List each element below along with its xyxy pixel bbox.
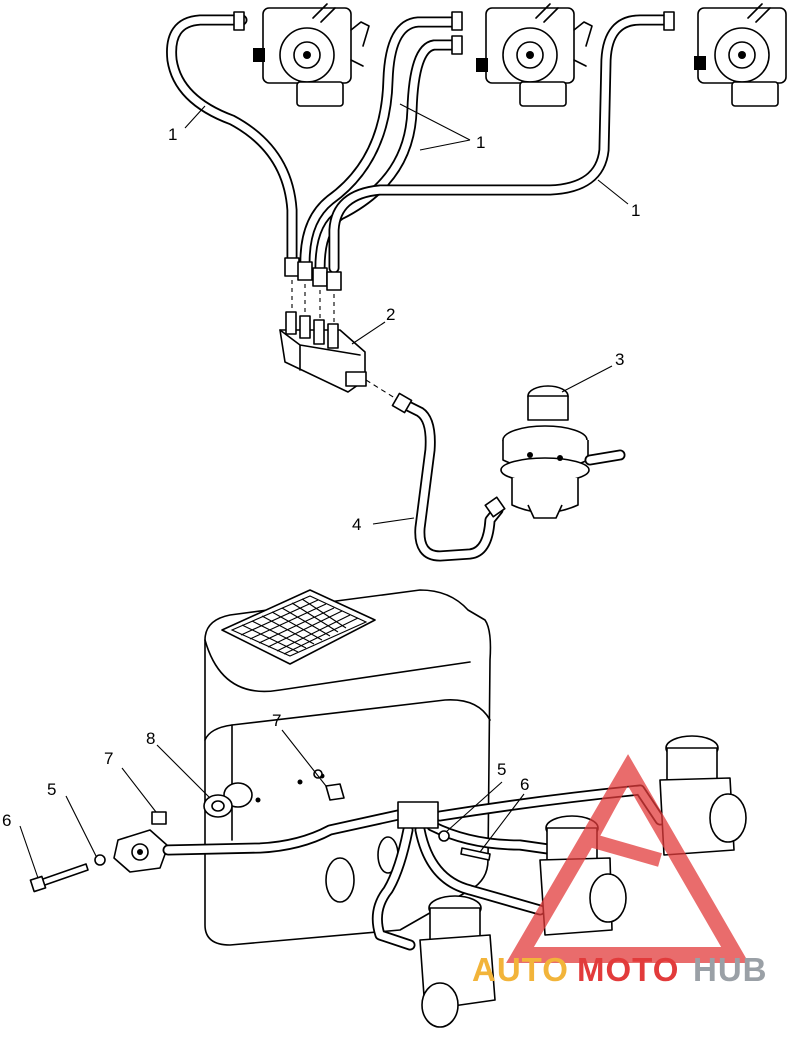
callout-1-right: 1 bbox=[631, 201, 640, 220]
logo-triangle-inner bbox=[579, 766, 662, 867]
watermark-logo bbox=[506, 754, 749, 963]
callout-1-left: 1 bbox=[168, 125, 177, 144]
oil-pump bbox=[113, 829, 169, 873]
vent-hoses bbox=[166, 11, 675, 322]
fuel-hose bbox=[391, 392, 506, 562]
carburetor-lower-1 bbox=[419, 895, 496, 1028]
callout-labels: 1 1 1 2 3 4 5 5 6 6 7 7 8 bbox=[2, 125, 640, 830]
oil-hoses bbox=[162, 784, 666, 951]
watermark-moto: MOTO bbox=[577, 951, 679, 988]
logo-triangle bbox=[506, 754, 749, 963]
callout-4: 4 bbox=[352, 515, 361, 534]
watermark-hub: HUB bbox=[693, 951, 768, 988]
carburetor-3 bbox=[694, 3, 787, 107]
callout-6-left: 6 bbox=[2, 811, 11, 830]
bolt-left bbox=[29, 863, 89, 893]
callout-1-center: 1 bbox=[476, 133, 485, 152]
manifold-block bbox=[279, 311, 399, 401]
callout-8: 8 bbox=[146, 729, 155, 748]
watermark-auto: AUTO bbox=[472, 951, 569, 988]
callout-7-left: 7 bbox=[104, 749, 113, 768]
callout-2: 2 bbox=[386, 305, 395, 324]
carburetor-1 bbox=[253, 3, 370, 107]
fitting-top bbox=[313, 769, 345, 801]
carburetor-2 bbox=[476, 3, 593, 107]
fuel-pump bbox=[500, 385, 626, 519]
watermark-text: AUTO MOTO HUB bbox=[472, 951, 768, 988]
leader-lines bbox=[19, 103, 629, 879]
hose-junction bbox=[397, 801, 439, 829]
washer-left bbox=[94, 854, 106, 866]
callout-3: 3 bbox=[615, 350, 624, 369]
carburetor-lower-3 bbox=[659, 735, 747, 856]
oil-tank bbox=[204, 589, 492, 946]
callout-5-left: 5 bbox=[47, 780, 56, 799]
grommet bbox=[203, 794, 233, 818]
callout-6-right: 6 bbox=[520, 775, 529, 794]
washer-right bbox=[438, 830, 450, 842]
callout-5-right: 5 bbox=[497, 760, 506, 779]
filter-grid bbox=[230, 595, 368, 657]
nut-fitting-left bbox=[151, 811, 167, 825]
callout-7-top: 7 bbox=[272, 711, 281, 730]
